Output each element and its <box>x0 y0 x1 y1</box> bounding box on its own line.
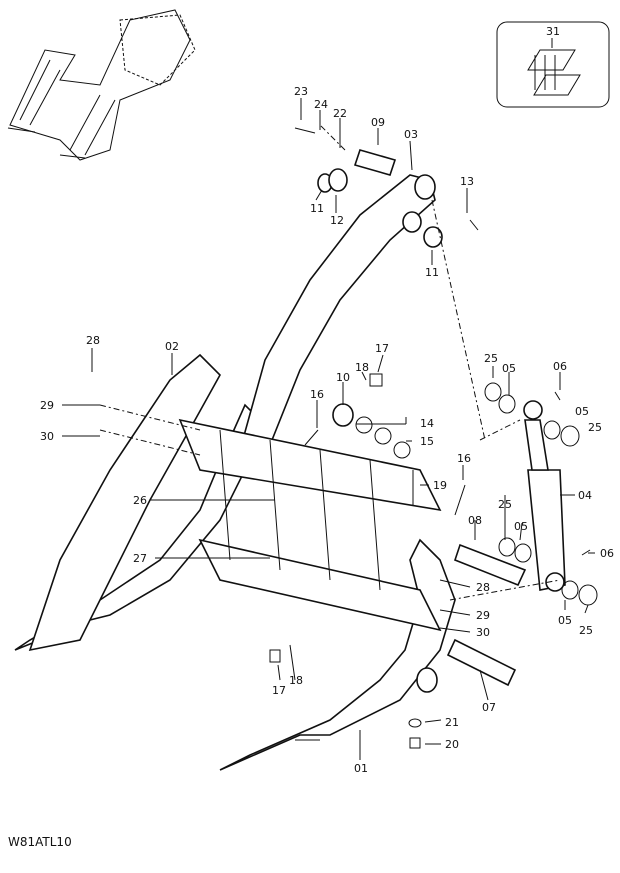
arm-03 <box>238 174 436 451</box>
label-25-right: 25 <box>588 421 602 434</box>
label-10: 10 <box>336 371 350 384</box>
label-11-right: 11 <box>425 266 439 279</box>
label-18-top: 18 <box>355 361 369 374</box>
fork-01 <box>219 538 456 771</box>
label-17-bottom: 17 <box>272 684 286 697</box>
label-03: 03 <box>404 128 418 141</box>
label-15: 15 <box>420 435 434 448</box>
label-05-right: 05 <box>575 405 589 418</box>
label-25-mid: 25 <box>498 498 512 511</box>
label-14: 14 <box>420 417 434 430</box>
callout-labels: 31 23 24 22 09 03 13 11 12 11 28 02 17 1… <box>40 25 614 775</box>
label-28-left: 28 <box>86 334 100 347</box>
label-06-right: 06 <box>600 547 614 560</box>
label-07: 07 <box>482 701 496 714</box>
leader-lines <box>62 38 595 760</box>
label-05-mid: 05 <box>514 520 528 533</box>
label-26: 26 <box>133 494 147 507</box>
centerlines <box>99 124 561 601</box>
label-24: 24 <box>314 98 328 111</box>
label-12: 12 <box>330 214 344 227</box>
machine-thumbnail <box>7 9 196 161</box>
label-22: 22 <box>333 107 347 120</box>
label-28-right: 28 <box>476 581 490 594</box>
label-31: 31 <box>546 25 560 38</box>
label-01: 01 <box>354 762 368 775</box>
label-16-right: 16 <box>457 452 471 465</box>
label-29-right: 29 <box>476 609 490 622</box>
label-17-top: 17 <box>375 342 389 355</box>
label-08: 08 <box>468 514 482 527</box>
frame-tube <box>178 418 442 632</box>
drawing-code: W81ATL10 <box>8 835 72 849</box>
pins <box>353 149 527 687</box>
label-19: 19 <box>433 479 447 492</box>
label-16-left: 16 <box>310 388 324 401</box>
label-25-top: 25 <box>484 352 498 365</box>
label-09: 09 <box>371 116 385 129</box>
label-23: 23 <box>294 85 308 98</box>
label-05-top: 05 <box>502 362 516 375</box>
label-11-top: 11 <box>310 202 324 215</box>
label-30-left: 30 <box>40 430 54 443</box>
label-13: 13 <box>460 175 474 188</box>
label-04: 04 <box>578 489 592 502</box>
label-27: 27 <box>133 552 147 565</box>
label-30-right: 30 <box>476 626 490 639</box>
cylinder-04 <box>523 400 566 592</box>
small-parts <box>269 127 598 749</box>
label-29-left: 29 <box>40 399 54 412</box>
label-21: 21 <box>445 716 459 729</box>
label-06-top: 06 <box>553 360 567 373</box>
label-02: 02 <box>165 340 179 353</box>
label-05-bottom: 05 <box>558 614 572 627</box>
arm-02 <box>28 353 221 652</box>
label-20: 20 <box>445 738 459 751</box>
label-18-bottom: 18 <box>289 674 303 687</box>
kit-box <box>496 21 610 108</box>
label-25-bottom: 25 <box>579 624 593 637</box>
